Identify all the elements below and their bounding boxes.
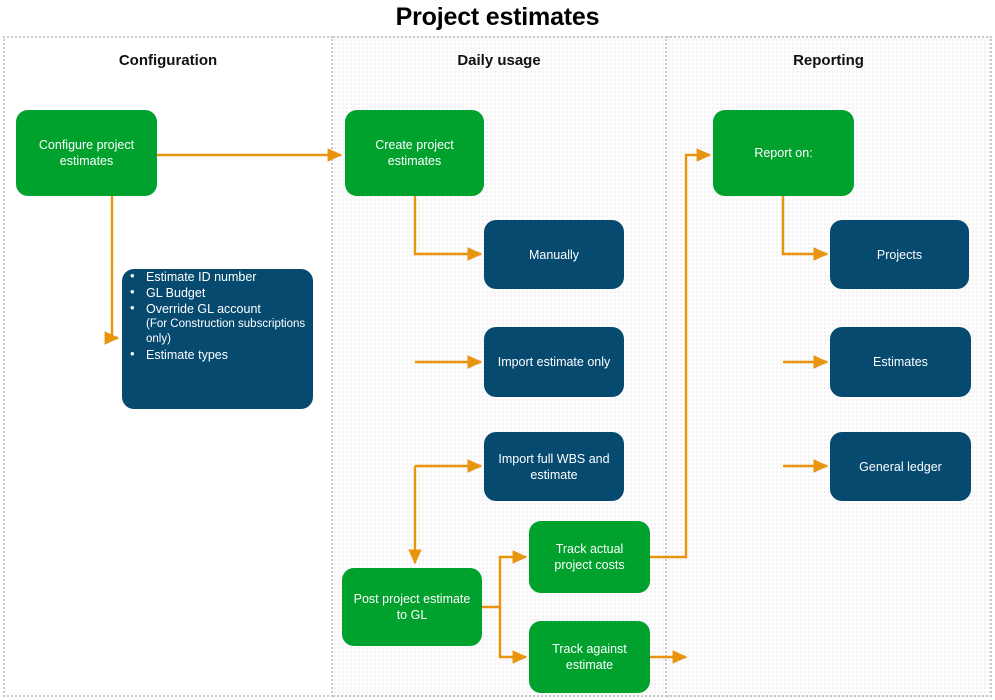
config-details-list: Estimate ID number GL Budget Override GL…	[122, 268, 313, 363]
node-label: Import estimate only	[497, 355, 611, 369]
node-config-details[interactable]: Estimate ID number GL Budget Override GL…	[122, 268, 313, 409]
node-label: Report on:	[754, 146, 813, 160]
node-report-on[interactable]: Report on:	[713, 110, 854, 196]
list-item: Estimate ID number	[122, 268, 313, 285]
node-create-project-estimates[interactable]: Create project estimates	[345, 110, 484, 196]
swimlane-title-reporting: Reporting	[793, 52, 864, 69]
page-title: Project estimates	[395, 3, 600, 31]
node-label: Projects	[876, 247, 923, 262]
list-item: GL Budget	[122, 284, 313, 301]
swimlane-title-daily-usage: Daily usage	[457, 52, 541, 69]
node-track-actual-project-costs[interactable]: Track actual project costs	[529, 521, 650, 593]
node-label: General ledger	[859, 459, 942, 474]
node-label: Create project estimates	[375, 138, 454, 168]
node-general-ledger[interactable]: General ledger	[830, 432, 971, 501]
node-import-full-wbs-and-estimate[interactable]: Import full WBS and estimate	[484, 432, 624, 501]
list-item: Estimate types	[122, 346, 313, 363]
node-label: Track actual project costs	[554, 542, 625, 572]
node-configure-project-estimates[interactable]: Configure project estimates	[16, 110, 157, 196]
swimlane-title-configuration: Configuration	[118, 52, 218, 69]
bullet-label: Estimate ID number	[146, 270, 257, 284]
node-projects[interactable]: Projects	[830, 220, 969, 289]
node-label: Post project estimate to GL	[353, 592, 471, 622]
node-track-against-estimate[interactable]: Track against estimate	[529, 621, 650, 693]
node-estimates[interactable]: Estimates	[830, 327, 971, 397]
node-label: Manually	[528, 247, 580, 262]
bullet-label: GL Budget	[146, 286, 206, 300]
bullet-label: Estimate types	[146, 348, 228, 362]
node-label: Configure project estimates	[38, 138, 135, 168]
bullet-label: Override GL account	[146, 302, 261, 316]
node-label: Estimates	[873, 355, 928, 369]
bullet-sublabel: (For Construction subscriptions only)	[146, 318, 306, 345]
list-item: Override GL account (For Construction su…	[122, 300, 313, 347]
node-label: Track against estimate	[552, 642, 627, 672]
node-import-estimate-only[interactable]: Import estimate only	[484, 327, 624, 397]
node-label: Import full WBS and estimate	[498, 451, 610, 482]
node-manually[interactable]: Manually	[484, 220, 624, 289]
node-post-project-estimate-to-gl[interactable]: Post project estimate to GL	[342, 568, 482, 646]
